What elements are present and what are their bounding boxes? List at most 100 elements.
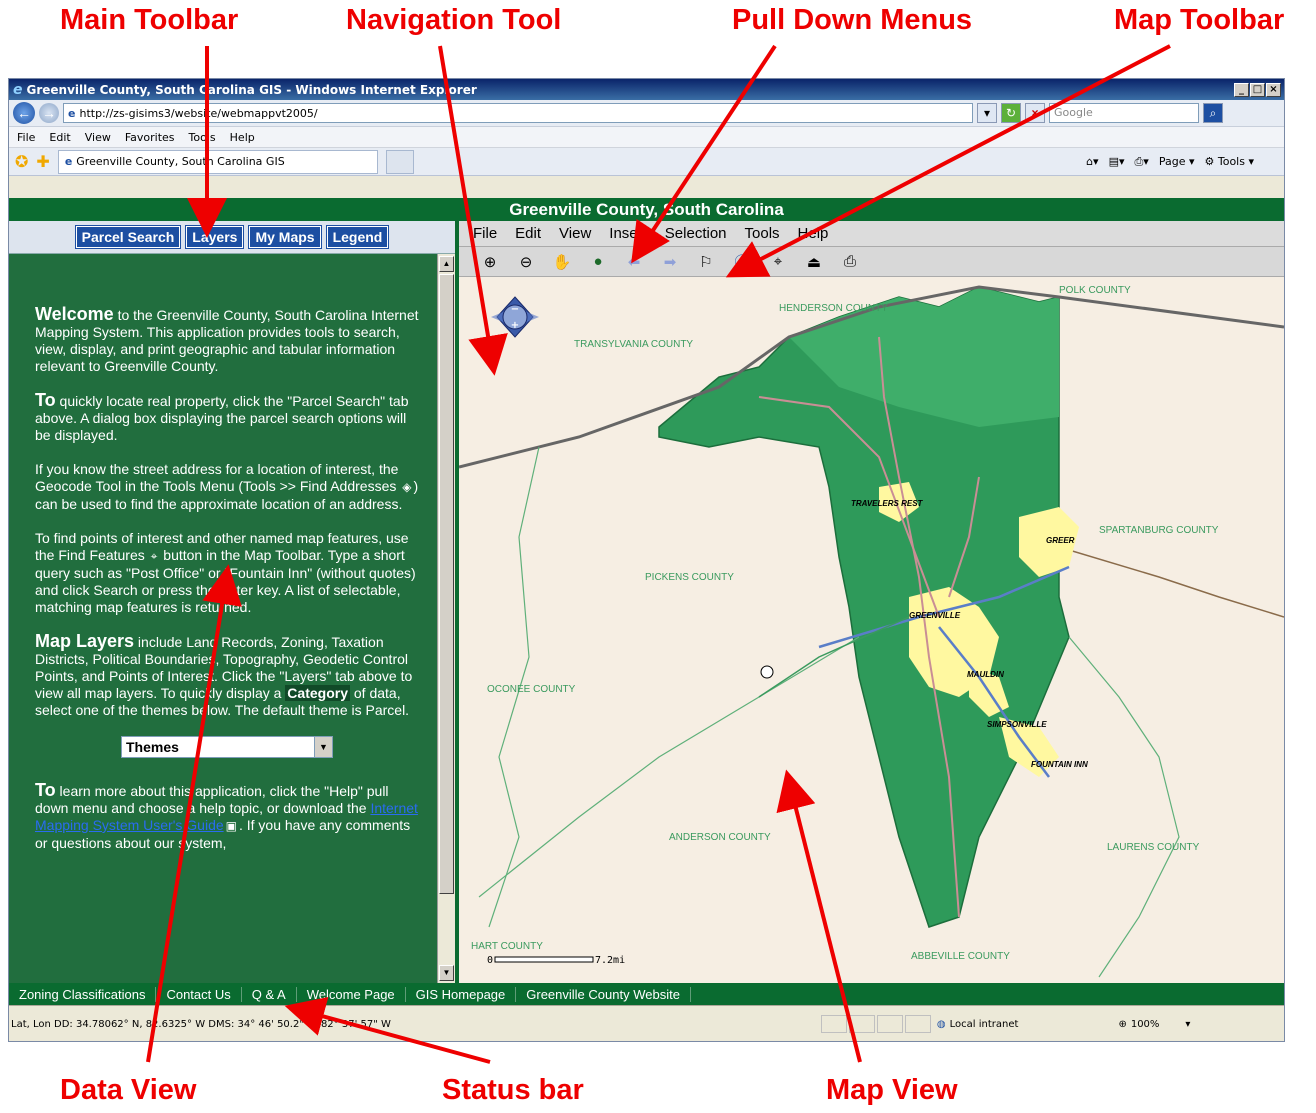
map-menu-insert[interactable]: Insert [609, 225, 647, 242]
zoom-cursor-icon [760, 665, 774, 679]
data-view-scrollbar[interactable]: ▲ ▼ [437, 254, 455, 983]
qa-link[interactable]: Q & A [242, 986, 297, 1002]
address-bar: ← → e http://zs-gisims3/website/webmappv… [9, 100, 1284, 127]
tools-menu[interactable]: ⚙ Tools ▾ [1204, 155, 1255, 168]
maximize-icon[interactable]: □ [1250, 82, 1265, 97]
label-polk: POLK COUNTY [1059, 285, 1131, 296]
themes-select-value: Themes [126, 738, 179, 755]
zoom-icon[interactable]: ⊕ [1118, 1018, 1127, 1030]
scroll-thumb[interactable] [439, 274, 454, 894]
sc-29 [948, 476, 980, 598]
window-title: Greenville County, South Carolina GIS - … [26, 82, 477, 97]
legend-button[interactable]: Legend [325, 225, 390, 249]
close-icon[interactable]: × [1266, 82, 1281, 97]
forward-arrow-icon[interactable]: → [39, 103, 59, 123]
county-boundary-2 [1058, 546, 1284, 618]
select-flag-icon[interactable]: ⚐ [699, 253, 713, 271]
status-cell [848, 1015, 875, 1033]
label-anderson: ANDERSON COUNTY [669, 832, 771, 843]
next-extent-icon[interactable]: ➡ [663, 253, 677, 271]
search-go-icon[interactable]: ⌕ [1203, 103, 1223, 123]
back-arrow-icon[interactable]: ← [13, 102, 35, 124]
scale-end: 7.2mi [595, 955, 625, 966]
tab-greenville-gis[interactable]: e Greenville County, South Carolina GIS [57, 149, 378, 174]
new-tab-button[interactable] [385, 149, 414, 174]
welcome-page-link[interactable]: Welcome Page [297, 986, 406, 1002]
find-binoculars-icon[interactable]: ⌖ [773, 253, 783, 270]
svg-text:+: + [511, 320, 519, 331]
full-extent-globe-icon[interactable]: ● [593, 253, 603, 270]
navigation-tool-icon[interactable]: − + [491, 296, 539, 338]
label-mauldin: MAULDIN [967, 670, 1004, 679]
map-menu-view[interactable]: View [559, 225, 592, 242]
chevron-down-icon: ▼ [314, 737, 332, 757]
us-276 [758, 396, 940, 618]
identify-info-icon[interactable]: ⓘ [734, 254, 750, 271]
print-icon[interactable]: ⎙▾ [1134, 154, 1149, 168]
label-spartanburg: SPARTANBURG COUNTY [1099, 525, 1219, 536]
scroll-down-icon[interactable]: ▼ [439, 965, 454, 981]
themes-select[interactable]: Themes ▼ [121, 736, 333, 758]
greenville-county-shape [658, 286, 1070, 928]
zoom-in-icon[interactable]: ⊕ [483, 253, 497, 271]
left-pane: Parcel Search Layers My Maps Legend Welc… [9, 221, 455, 983]
address-dropdown-icon[interactable]: ▾ [977, 103, 997, 123]
window-titlebar[interactable]: e Greenville County, South Carolina GIS … [9, 79, 1284, 100]
search-input[interactable]: Google [1049, 103, 1199, 123]
zoom-level[interactable]: 100% [1130, 1018, 1160, 1030]
contact-us-link[interactable]: Contact Us [156, 986, 242, 1002]
interstate-385 [938, 626, 1050, 778]
address-text: http://zs-gisims3/website/webmappvt2005/ [79, 106, 318, 120]
zoning-classifications-link[interactable]: Zoning Classifications [9, 986, 157, 1002]
map-menu-file[interactable]: File [473, 225, 498, 242]
menu-favorites[interactable]: Favorites [124, 130, 175, 144]
menu-file[interactable]: File [17, 130, 36, 144]
county-website-link[interactable]: Greenville County Website [516, 986, 691, 1002]
minimize-icon[interactable]: _ [1234, 82, 1249, 97]
gis-homepage-link[interactable]: GIS Homepage [406, 986, 517, 1002]
status-cell [904, 1015, 931, 1033]
previous-extent-icon[interactable]: ⬅ [627, 253, 641, 271]
menu-edit[interactable]: Edit [49, 130, 71, 144]
map-view[interactable]: − + HENDERSON COUNTY POLK COUNTY TRANSYL… [459, 277, 1284, 983]
print-map-icon[interactable]: ⎙ [843, 253, 856, 270]
map-toolbar: ⊕ ⊖ ✋ ● ⬅ ➡ ⚐ ⓘ ⌖ ⏏ ⎙ [459, 247, 1284, 277]
favorites-star-icon[interactable]: ✪ [15, 152, 29, 171]
map-menu-tools[interactable]: Tools [744, 225, 780, 242]
pdf-icon: ▣ [225, 819, 237, 833]
my-maps-button[interactable]: My Maps [248, 225, 322, 249]
scroll-up-icon[interactable]: ▲ [439, 256, 454, 272]
northern-highlands-shape [789, 287, 1059, 427]
feeds-icon[interactable]: ▤▾ [1108, 155, 1125, 168]
zoom-out-icon[interactable]: ⊖ [519, 253, 533, 271]
stop-icon[interactable]: × [1025, 103, 1045, 123]
parcel-search-button[interactable]: Parcel Search [74, 225, 182, 249]
map-menu-edit[interactable]: Edit [515, 225, 542, 242]
export-icon[interactable]: ⏏ [806, 253, 822, 271]
menu-tools[interactable]: Tools [188, 130, 216, 144]
menu-help[interactable]: Help [229, 130, 255, 144]
layers-button[interactable]: Layers [185, 225, 245, 249]
tab-title: Greenville County, South Carolina GIS [76, 155, 285, 168]
label-transylvania: TRANSYLVANIA COUNTY [574, 339, 693, 350]
home-icon[interactable]: ⌂▾ [1086, 155, 1099, 168]
status-cell [820, 1015, 847, 1033]
state-boundary-line [459, 285, 1284, 469]
urban-area-travelers-rest [879, 482, 919, 522]
window-controls: _ □ × [1234, 82, 1281, 97]
help-paragraph: To learn more about this application, cl… [35, 780, 418, 851]
refresh-icon[interactable]: ↻ [1001, 103, 1021, 123]
pan-hand-icon[interactable]: ✋ [552, 253, 572, 271]
page-menu[interactable]: Page ▾ [1158, 155, 1195, 168]
add-favorite-icon[interactable]: ✚ [36, 152, 50, 171]
county-map: − + HENDERSON COUNTY POLK COUNTY TRANSYL… [459, 285, 1284, 978]
label-henderson: HENDERSON COUNTY [779, 303, 888, 314]
label-laurens: LAURENS COUNTY [1107, 842, 1200, 853]
menu-view[interactable]: View [84, 130, 111, 144]
map-menu-help[interactable]: Help [797, 225, 829, 242]
map-menu-selection[interactable]: Selection [664, 225, 727, 242]
zoom-dropdown-icon[interactable]: ▾ [1185, 1018, 1191, 1030]
address-input[interactable]: e http://zs-gisims3/website/webmappvt200… [63, 103, 973, 123]
us-25 [878, 336, 960, 918]
